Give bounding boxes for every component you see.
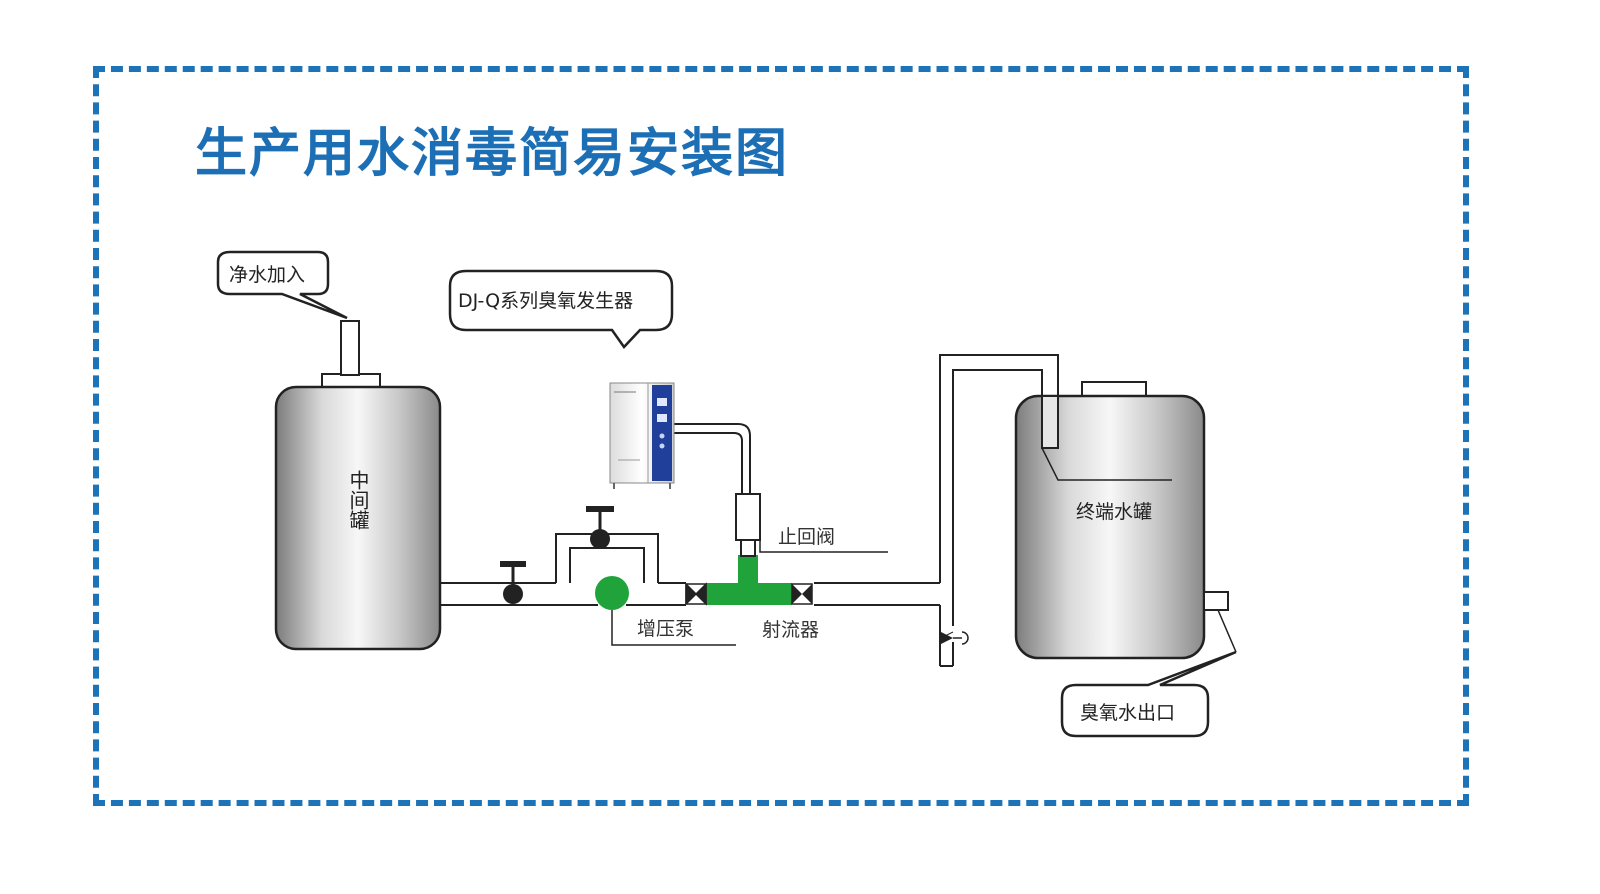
generator-callout: DJ-Q系列臭氧发生器: [448, 269, 674, 349]
ejector-left-valve-icon: [685, 582, 707, 606]
dashed-border-frame: [93, 66, 1469, 806]
page-title: 生产用水消毒简易安装图: [195, 124, 790, 184]
check-valve: 止回阀: [735, 493, 888, 557]
ozone-outlet-callout: 臭氧水出口: [1060, 609, 1237, 738]
intermediate-tank: 中间罐: [274, 320, 442, 651]
inlet-valve: [500, 561, 526, 604]
ozone-outlet-label: 臭氧水出口: [1080, 702, 1175, 724]
booster-pump-label: 增压泵: [637, 618, 694, 640]
ejector-label: 射流器: [762, 619, 819, 641]
water-inlet-label: 净水加入: [229, 264, 305, 286]
intermediate-tank-label: 中间罐: [346, 470, 370, 530]
generator-label: DJ-Q系列臭氧发生器: [458, 290, 633, 312]
ejector-right-valve-icon: [791, 583, 813, 605]
bypass-valve: [586, 506, 614, 549]
drain-valve: [940, 631, 969, 645]
ejector: 射流器: [685, 555, 819, 641]
check-valve-label: 止回阀: [778, 526, 835, 548]
terminal-tank-label: 终端水罐: [1076, 501, 1152, 523]
terminal-tank: 终端水罐: [1014, 381, 1229, 660]
ozone-gas-pipe: [674, 423, 751, 494]
booster-pump: 增压泵: [595, 576, 736, 646]
ozone-generator: [609, 382, 675, 489]
water-inlet-callout: 净水加入: [216, 250, 348, 320]
main-pipe: [440, 533, 940, 606]
